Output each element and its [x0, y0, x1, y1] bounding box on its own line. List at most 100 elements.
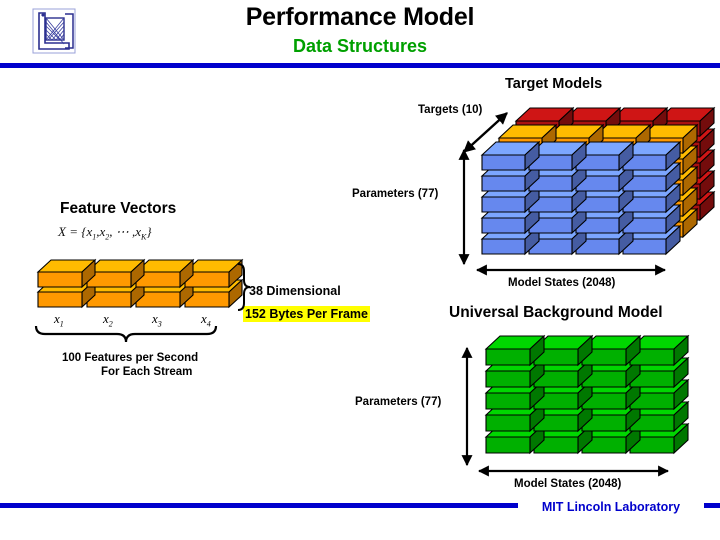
target-block [575, 154, 620, 171]
target-block [480, 225, 541, 240]
ubm-block [533, 414, 579, 432]
target-block [618, 140, 634, 172]
ubm-block [581, 392, 627, 410]
feature-vector-block [85, 259, 146, 273]
target-block [544, 145, 605, 160]
feature-vector-block [81, 278, 96, 309]
ubm-block [484, 357, 546, 372]
target-block [524, 203, 540, 235]
target-block [524, 182, 540, 214]
feature-column-label-x4: x4 [201, 311, 211, 329]
feature-vector-block [86, 291, 132, 308]
ubm-block [625, 400, 641, 433]
target-block [655, 149, 716, 164]
target-block [574, 204, 635, 219]
target-block [635, 165, 651, 197]
target-block [480, 183, 541, 198]
target-block [592, 179, 637, 196]
target-block [544, 187, 605, 202]
ubm-block [485, 436, 531, 454]
ubm-block [533, 436, 579, 454]
target-block [665, 203, 681, 235]
target-block [515, 204, 560, 221]
target-block [682, 144, 698, 176]
target-model-states-label: Model States (2048) [508, 277, 616, 289]
target-block [699, 106, 715, 138]
feature-vectors-heading: Feature Vectors [60, 200, 177, 217]
target-block [527, 183, 588, 198]
target-block [591, 166, 652, 181]
ubm-block [673, 422, 689, 455]
target-block [652, 106, 668, 138]
footer-divider-left [0, 503, 548, 508]
feature-vector-block [85, 279, 146, 293]
target-block [562, 162, 607, 179]
feature-vector-block [36, 279, 97, 293]
bytes-per-frame-label: 152 Bytes Per Frame [243, 306, 370, 322]
ubm-block [533, 370, 579, 388]
target-block [618, 182, 634, 214]
target-block [592, 137, 637, 154]
target-block [655, 191, 716, 206]
target-block [608, 170, 669, 185]
target-block [652, 169, 668, 201]
ubm-block [580, 379, 642, 394]
target-block [558, 127, 574, 159]
ubm-block [532, 379, 594, 394]
target-block [656, 120, 701, 137]
ubm-block [580, 335, 642, 350]
ubm-block [625, 422, 641, 455]
ubm-block [485, 392, 531, 410]
target-block [498, 221, 543, 238]
target-block [574, 225, 635, 240]
feature-column-label-x1: x1 [54, 311, 64, 329]
target-block [618, 224, 634, 256]
target-block [699, 169, 715, 201]
target-block [515, 162, 560, 179]
target-block [621, 183, 682, 198]
target-block [481, 196, 526, 213]
formula-x2: x [99, 224, 106, 239]
target-block [652, 127, 668, 159]
target-block [524, 224, 540, 256]
target-block [545, 179, 590, 196]
target-block [635, 207, 651, 239]
feature-vector-block [184, 271, 230, 288]
ubm-block [629, 436, 675, 454]
x2-base: x [103, 311, 109, 326]
target-block [562, 120, 607, 137]
target-block [609, 162, 654, 179]
ubm-block [628, 335, 690, 350]
feature-column-label-x3: x3 [152, 311, 162, 329]
target-block [524, 161, 540, 193]
ubm-block [532, 335, 594, 350]
target-block [527, 141, 588, 156]
ubm-block [577, 334, 593, 367]
target-block [481, 175, 526, 192]
target-block [498, 200, 543, 217]
ubm-block [580, 357, 642, 372]
x3-base: x [152, 311, 158, 326]
target-block [561, 191, 622, 206]
target-block [562, 183, 607, 200]
target-block [514, 149, 575, 164]
target-block [497, 124, 558, 139]
target-block [618, 203, 634, 235]
target-block [527, 225, 588, 240]
target-block [480, 141, 541, 156]
slide-title: Performance Model [245, 3, 475, 31]
target-block [545, 158, 590, 175]
target-block [481, 238, 526, 255]
target-block [528, 238, 573, 255]
ubm-block [625, 356, 641, 389]
feature-vector-block [135, 291, 181, 308]
ubm-block [673, 334, 689, 367]
target-block [575, 217, 620, 234]
target-block [622, 196, 667, 213]
target-block [699, 190, 715, 222]
formula-x1-sub: 1 [92, 232, 97, 242]
target-block [635, 144, 651, 176]
target-block [561, 149, 622, 164]
target-block [588, 207, 604, 239]
target-block [638, 166, 699, 181]
